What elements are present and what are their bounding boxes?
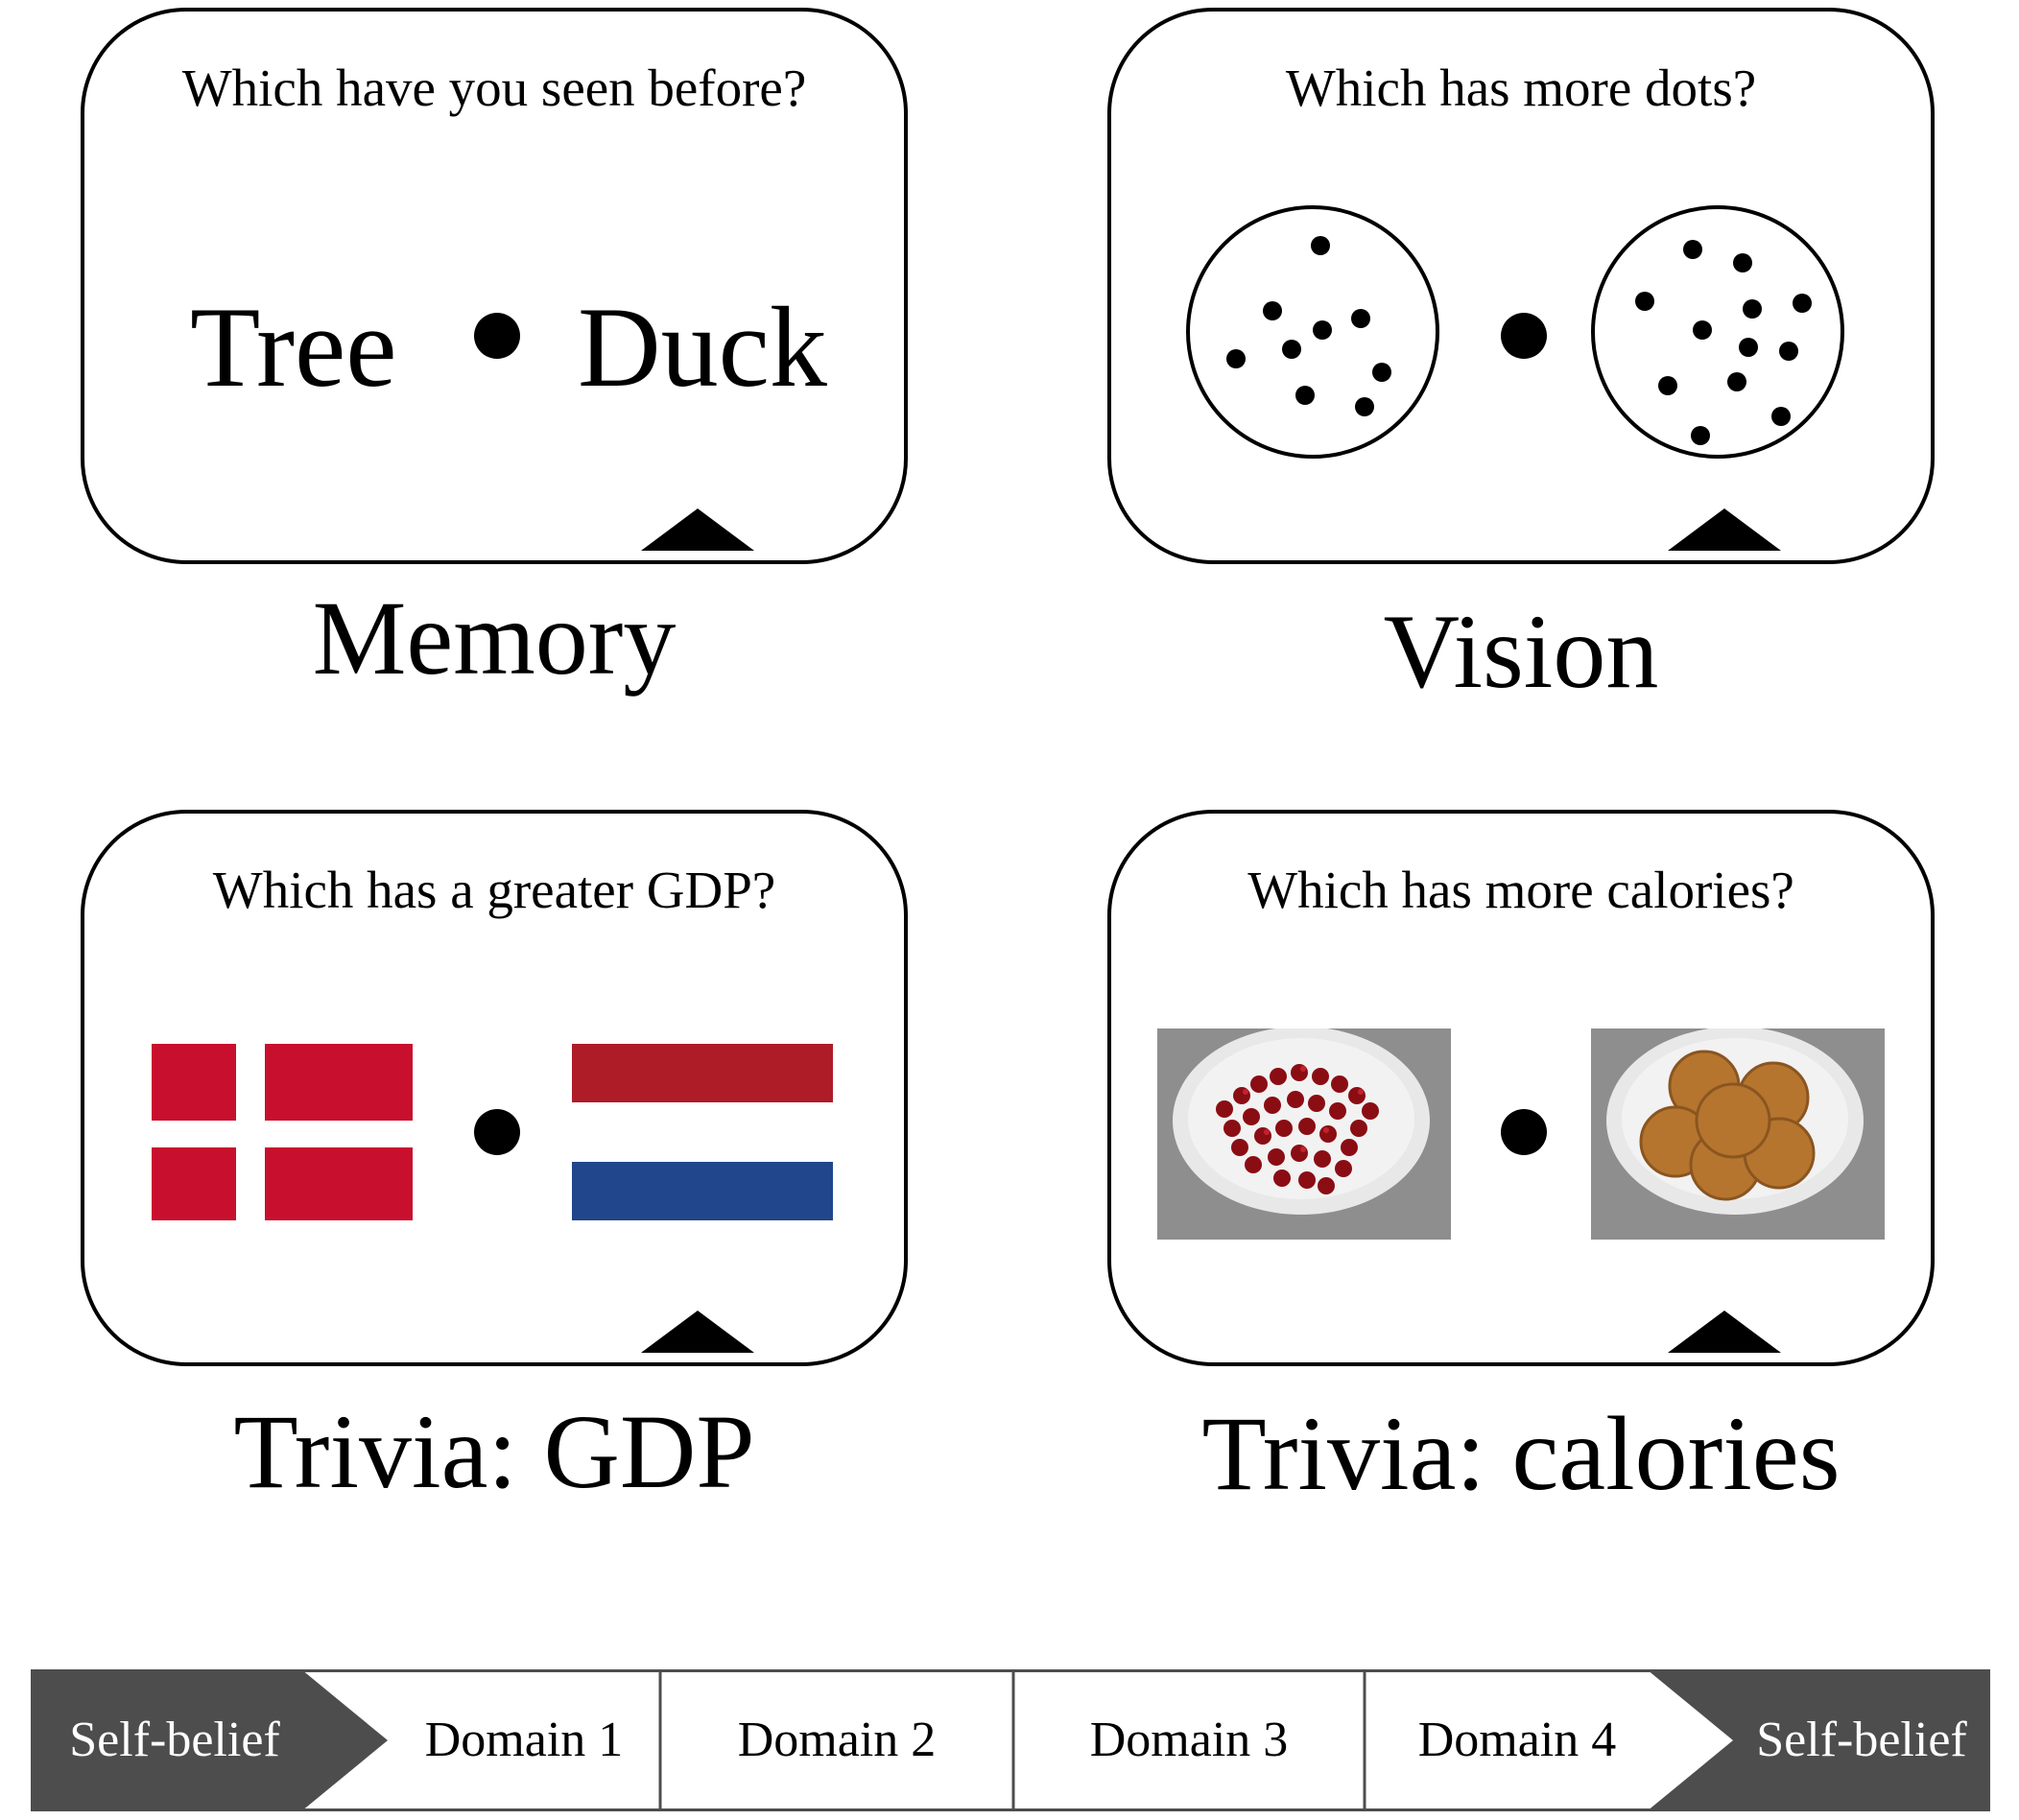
dot [1226,349,1246,368]
dot [1311,236,1330,255]
right-dot-circle [1591,205,1844,459]
triangle-marker-icon [1668,508,1781,551]
dot [1739,338,1758,357]
dot [1282,340,1301,359]
dot [1693,320,1712,340]
dot [1355,397,1374,416]
dot [1691,426,1710,445]
left-dot-circle [1186,205,1439,459]
dot [1779,342,1798,361]
separator-dot-icon [474,1109,520,1155]
dot [1295,386,1315,405]
dot [1683,240,1702,259]
memory-left-option: Tree [190,283,397,411]
dot [1313,320,1332,340]
vision-label: Vision [1383,593,1659,710]
netherlands-flag-icon [572,1044,833,1220]
dot [1793,294,1812,313]
dot [1372,363,1391,382]
calories-question: Which has more calories? [1247,861,1794,919]
timeline-segment-domain-3: Domain 3 [1089,1713,1289,1767]
memory-task-panel: Which have you seen before? Tree Duck [81,8,908,564]
memory-label: Memory [312,579,677,697]
timeline-shapes [31,1669,1990,1811]
gdp-task-panel: Which has a greater GDP? [81,810,908,1366]
gdp-question: Which has a greater GDP? [212,861,776,919]
dot [1727,372,1746,391]
triangle-marker-icon [641,508,754,551]
denmark-flag-icon [152,1044,413,1220]
timeline-segment-domain-2: Domain 2 [737,1713,937,1767]
dot [1263,301,1282,320]
memory-question: Which have you seen before? [181,59,807,117]
triangle-marker-icon [1668,1311,1781,1353]
dot [1658,376,1677,395]
timeline-segment-end: Self-belief [1756,1713,1967,1767]
calories-task-panel: Which has more calories? [1107,810,1935,1366]
timeline-segment-domain-1: Domain 1 [424,1713,624,1767]
stroopwafels-plate-image [1591,1028,1885,1240]
dot [1771,407,1791,426]
calories-label: Trivia: calories [1201,1395,1841,1512]
timeline-segment-start: Self-belief [69,1713,280,1767]
vision-question: Which has more dots? [1285,59,1757,117]
dot [1635,292,1654,311]
triangle-marker-icon [641,1311,754,1353]
memory-right-option: Duck [578,283,827,411]
session-timeline: Self-belief Domain 1 Domain 2 Domain 3 D… [31,1669,1990,1811]
dot [1733,253,1752,272]
gdp-label: Trivia: GDP [233,1393,755,1510]
vision-task-panel: Which has more dots? [1107,8,1935,564]
separator-dot-icon [474,313,520,359]
cherries-plate-image [1157,1028,1451,1240]
dot [1351,309,1370,328]
separator-dot-icon [1501,313,1547,359]
dot [1743,299,1762,319]
timeline-segment-domain-4: Domain 4 [1417,1713,1617,1767]
separator-dot-icon [1501,1109,1547,1155]
